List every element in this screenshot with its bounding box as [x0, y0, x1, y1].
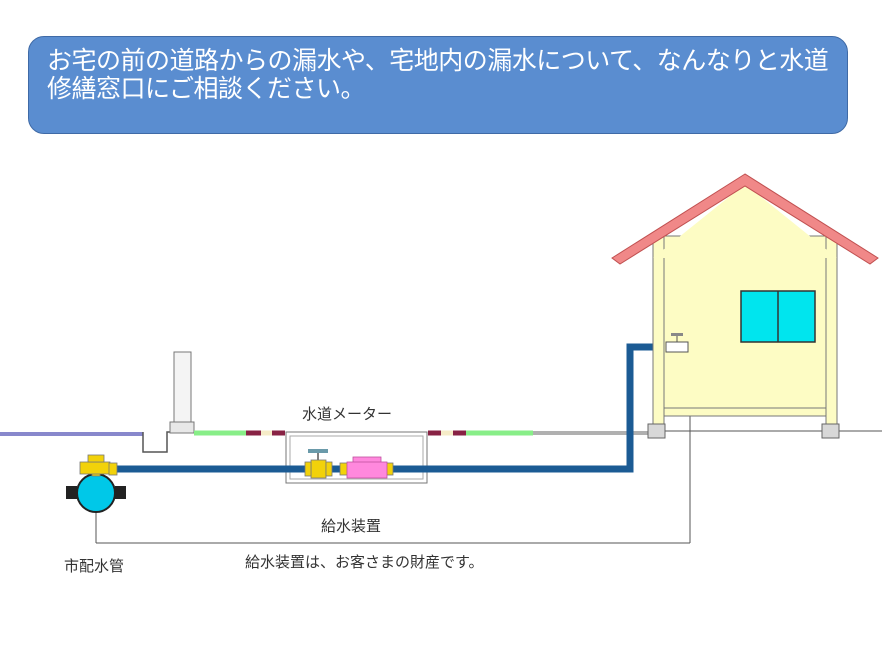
meter-box — [285, 431, 428, 484]
ownership-note: 給水装置は、お客さまの財産です。 — [245, 553, 484, 571]
supply-label: 給水装置 — [321, 517, 381, 535]
house-post-right — [825, 235, 838, 427]
house-footing-right — [821, 423, 840, 439]
house-roof — [611, 173, 879, 265]
house-footing-left — [647, 423, 666, 439]
main-pipe-label: 市配水管 — [64, 557, 124, 575]
main-pipe-flange-left — [66, 486, 77, 499]
water-meter-body — [346, 461, 388, 479]
gate-valve-flange-right — [325, 461, 333, 477]
main-pipe-flange-right — [115, 486, 126, 499]
meter-box-inner — [289, 435, 424, 480]
house-gable — [653, 184, 837, 258]
info-banner: お宅の前の道路からの漏水や、宅地内の漏水について、なんなりと水道修繕窓口にご相談… — [28, 36, 848, 134]
main-pipe-icon — [76, 473, 116, 513]
house-post-left — [652, 235, 665, 427]
gutter — [142, 431, 180, 453]
gate-valve-flange-left — [304, 461, 312, 477]
faucet-handle-icon — [671, 333, 683, 336]
boundary-post — [173, 351, 192, 425]
boundary-post-base — [169, 421, 195, 434]
gate-valve-body — [310, 459, 327, 479]
tap-valve-body — [79, 461, 111, 475]
tap-valve-joint — [108, 462, 118, 476]
banner-text: お宅の前の道路からの漏水や、宅地内の漏水について、なんなりと水道修繕窓口にご相談… — [47, 46, 829, 103]
faucet-body — [665, 341, 689, 353]
gate-valve-handle — [308, 449, 328, 453]
meter-label: 水道メーター — [302, 405, 392, 423]
tap-valve-top — [87, 454, 105, 463]
house-sill — [663, 407, 827, 417]
